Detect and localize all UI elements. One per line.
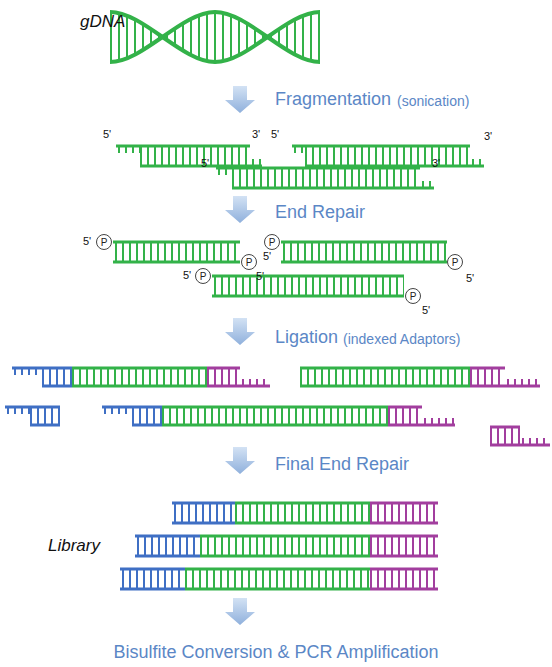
base-pairs — [115, 252, 447, 286]
step-label: End Repair — [275, 202, 365, 223]
strand-end-label: 5' — [466, 272, 474, 285]
library-molecules — [120, 503, 438, 589]
strand-end-label: 5' — [103, 128, 111, 141]
strand-end-label: 3' — [252, 128, 260, 141]
step-note: (indexed Adaptors) — [343, 331, 461, 347]
dna-strand — [113, 242, 447, 296]
single-strand-bases — [118, 150, 484, 185]
base-pairs — [140, 156, 470, 178]
strand-end-label: 5' — [263, 250, 271, 263]
phosphate-label: P — [269, 237, 276, 248]
adaptor-overhang — [7, 372, 132, 411]
phosphate-circle: P — [447, 254, 463, 270]
sample-label: Library — [48, 536, 100, 556]
strand-end-label: 5' — [201, 157, 209, 170]
sample-label: gDNA — [80, 12, 125, 32]
step-label: Final End Repair — [275, 454, 409, 475]
strand-end-label: 5' — [83, 235, 91, 248]
adaptor-overhang — [242, 383, 550, 442]
strand-end-label: 3' — [432, 157, 440, 170]
step-arrow — [225, 86, 255, 113]
dna-strand — [110, 12, 320, 62]
phosphate-label: P — [246, 257, 253, 268]
step-note: (sonication) — [397, 93, 469, 109]
blunt-fragments — [113, 242, 447, 296]
step-arrow — [225, 318, 255, 345]
adaptor-strand — [370, 503, 438, 589]
strand-end-label: 5' — [271, 128, 279, 141]
phosphate-label: P — [200, 271, 207, 282]
dna-strand — [185, 503, 370, 589]
base-pairs — [185, 513, 370, 579]
final-step-label: Bisulfite Conversion & PCR Amplification — [0, 642, 552, 663]
phosphate-circle: P — [241, 254, 257, 270]
strand-end-label: 5' — [183, 269, 191, 282]
dna-fragments — [116, 146, 484, 188]
adaptor-strand — [5, 368, 162, 425]
phosphate-label: P — [452, 257, 459, 268]
strand-end-label: 5' — [422, 304, 430, 317]
phosphate-label: P — [101, 237, 108, 248]
double-helix — [110, 12, 320, 62]
phosphate-circle: P — [405, 288, 421, 304]
dna-strand — [110, 12, 320, 62]
step-label: Fragmentation — [275, 89, 391, 110]
step-arrow — [225, 598, 255, 625]
adaptor-strand — [207, 368, 550, 445]
phosphate-circle: P — [96, 234, 112, 250]
adaptor-strand — [120, 503, 235, 589]
step-label: Ligation — [275, 327, 338, 348]
phosphate-circle: P — [195, 268, 211, 284]
phosphate-label: P — [410, 291, 417, 302]
adaptor-base-pairs — [370, 513, 438, 579]
ligation-products — [5, 368, 550, 445]
adaptor-base-pairs — [207, 377, 520, 436]
strand-end-label: 3' — [484, 130, 492, 143]
phosphate-circle: P — [264, 234, 280, 250]
dna-strand — [116, 146, 484, 188]
step-arrow — [225, 196, 255, 223]
step-arrow — [225, 447, 255, 474]
base-pairs — [110, 12, 320, 62]
strand-end-label: 5' — [256, 270, 264, 283]
